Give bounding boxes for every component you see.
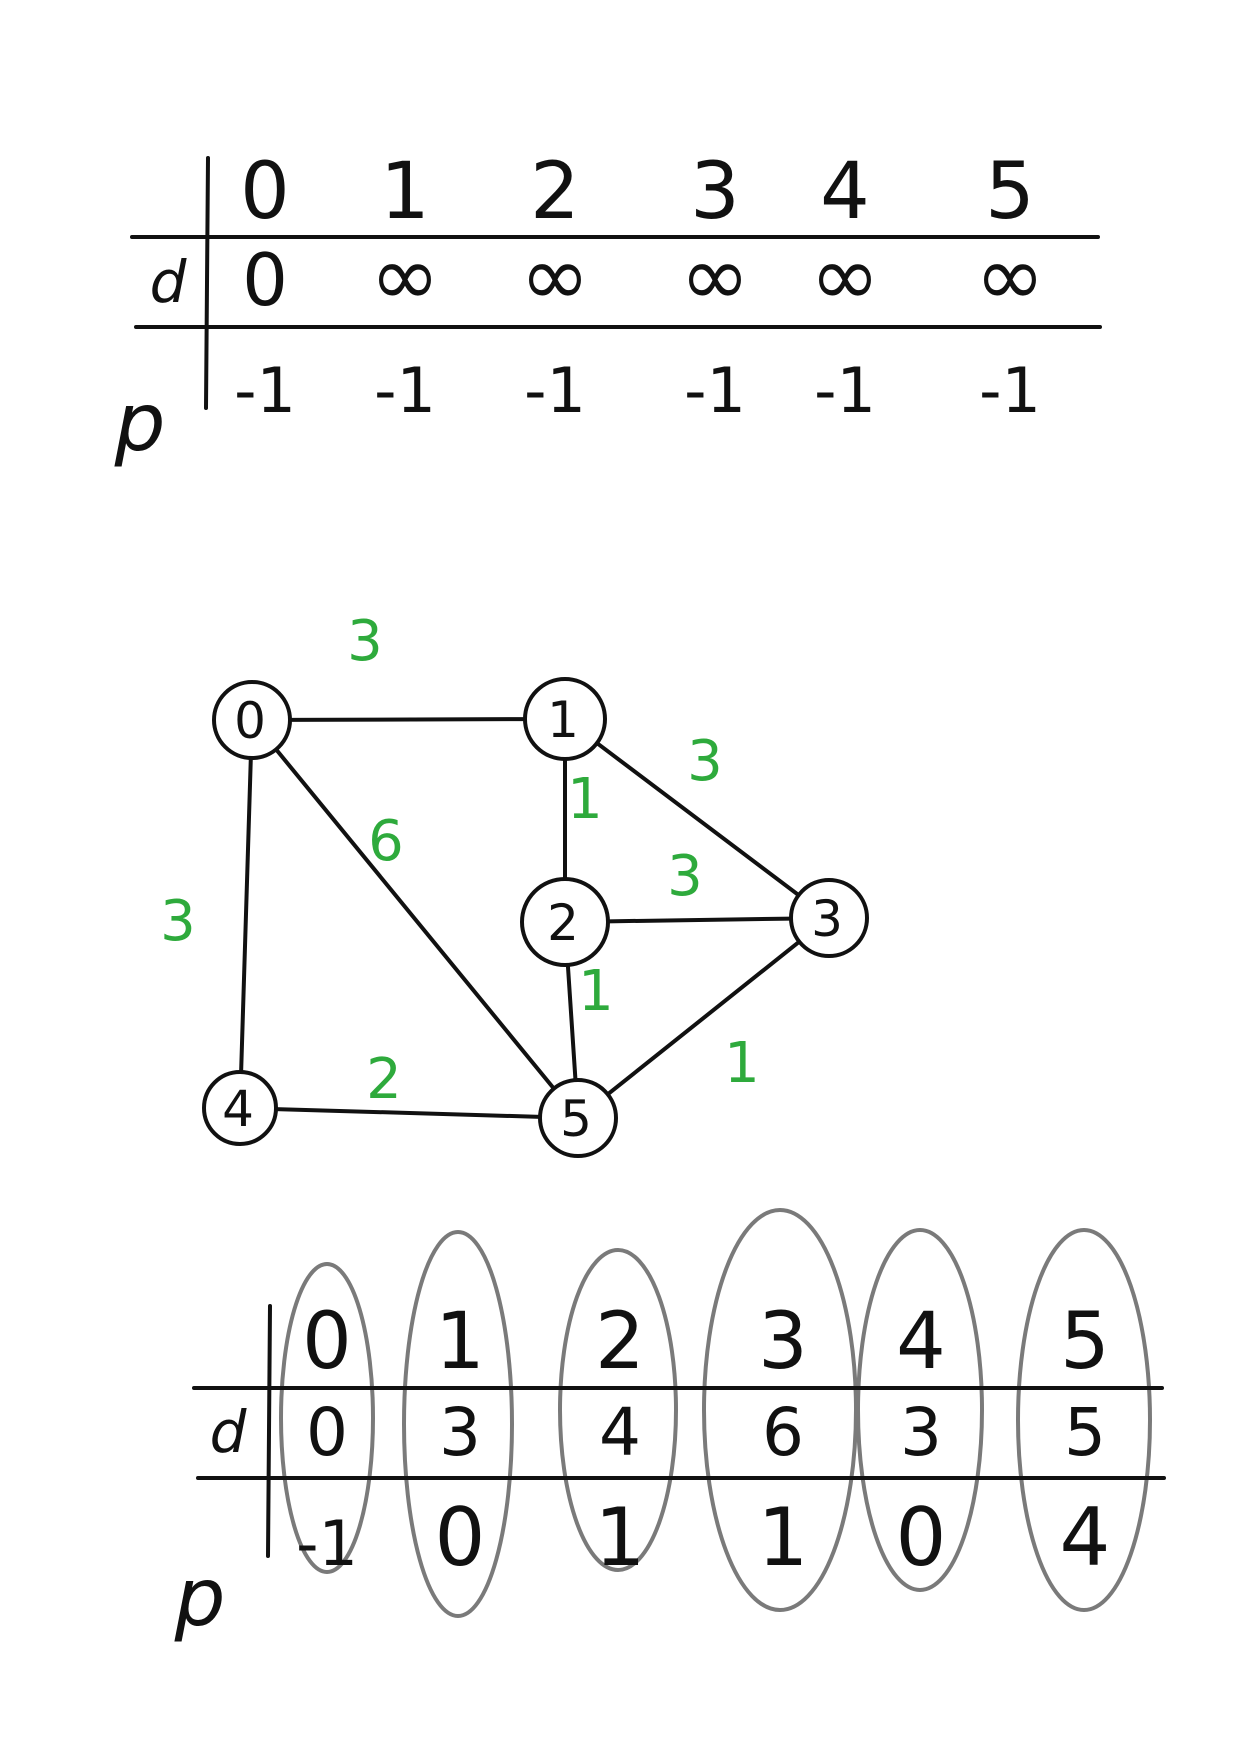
column-highlight-4: [856, 1228, 984, 1592]
edge-weight-0-1: 3: [347, 609, 383, 674]
initial-d-value-0: 0: [242, 238, 288, 322]
initial-p-value-1: -1: [374, 354, 436, 427]
initial-p-value-2: -1: [524, 354, 586, 427]
node-label-4: 4: [222, 1080, 254, 1138]
initial-p-value-4: -1: [814, 354, 876, 427]
edge-weight-3-5: 1: [724, 1031, 760, 1096]
final-d-value-3: 6: [762, 1394, 804, 1471]
node-4: [202, 1070, 278, 1146]
initial-p-value-0: -1: [234, 354, 296, 427]
edge-1-3: [594, 741, 801, 898]
initial-d-value-2: ∞: [520, 227, 590, 325]
final-header-4: 4: [896, 1297, 946, 1387]
final-header-1: 1: [435, 1297, 485, 1387]
initial-d-label: d: [150, 248, 188, 316]
node-label-0: 0: [234, 692, 266, 750]
edge-3-5: [605, 939, 802, 1097]
edge-weight-2-3: 3: [667, 844, 703, 909]
final-header-3: 3: [758, 1297, 808, 1387]
final-p-value-1: 0: [435, 1491, 486, 1584]
node-1: [523, 677, 607, 761]
final-d-value-5: 5: [1064, 1394, 1106, 1471]
final-p-value-2: 1: [595, 1491, 646, 1584]
final-d-value-4: 3: [900, 1394, 942, 1471]
node-label-1: 1: [547, 691, 579, 749]
edge-weight-2-5: 1: [578, 959, 614, 1024]
edge-weight-1-2: 1: [567, 767, 603, 832]
edge-0-4: [239, 755, 253, 1075]
column-highlight-1: [402, 1230, 514, 1618]
initial-header-4: 4: [820, 147, 870, 237]
final-p-value-5: 4: [1060, 1491, 1111, 1584]
final-d-label: d: [210, 1398, 248, 1466]
edge-weight-1-3: 3: [687, 729, 723, 794]
column-highlight-5: [1016, 1228, 1152, 1612]
initial-d-value-4: ∞: [810, 227, 880, 325]
initial-d-value-5: ∞: [975, 227, 1045, 325]
initial-header-2: 2: [530, 147, 580, 237]
final-header-5: 5: [1060, 1297, 1110, 1387]
final-header-2: 2: [595, 1297, 645, 1387]
edge-weight-0-4: 3: [160, 889, 196, 954]
node-label-5: 5: [560, 1090, 592, 1148]
edge-weight-4-5: 2: [366, 1047, 402, 1112]
initial-p-value-5: -1: [979, 354, 1041, 427]
final-d-value-1: 3: [439, 1394, 481, 1471]
column-highlight-0: [279, 1262, 375, 1574]
node-label-2: 2: [547, 894, 579, 952]
edge-2-3: [605, 916, 794, 924]
edge-0-1: [287, 717, 528, 722]
final-p-value-0: -1: [296, 1507, 358, 1580]
initial-table-vertical-line: [204, 156, 210, 410]
edge-4-5: [273, 1107, 543, 1119]
node-2: [520, 877, 610, 967]
initial-header-1: 1: [380, 147, 430, 237]
final-d-value-2: 4: [599, 1394, 641, 1471]
final-table-vertical-line: [266, 1304, 272, 1558]
final-p-value-4: 0: [896, 1491, 947, 1584]
initial-p-label: p: [114, 376, 166, 469]
initial-header-0: 0: [240, 147, 290, 237]
column-highlight-2: [558, 1248, 678, 1572]
final-p-label: p: [174, 1551, 226, 1644]
edge-weight-0-5: 6: [368, 809, 404, 874]
node-5: [538, 1078, 618, 1158]
node-0: [212, 680, 292, 760]
final-header-0: 0: [302, 1297, 352, 1387]
node-3: [789, 878, 869, 958]
node-label-3: 3: [811, 890, 843, 948]
initial-d-value-1: ∞: [370, 227, 440, 325]
edge-0-5: [274, 747, 556, 1091]
initial-d-value-3: ∞: [680, 227, 750, 325]
final-d-value-0: 0: [306, 1394, 348, 1471]
final-p-value-3: 1: [758, 1491, 809, 1584]
initial-header-3: 3: [690, 147, 740, 237]
edge-2-5: [565, 962, 578, 1083]
initial-header-5: 5: [985, 147, 1035, 237]
initial-p-value-3: -1: [684, 354, 746, 427]
